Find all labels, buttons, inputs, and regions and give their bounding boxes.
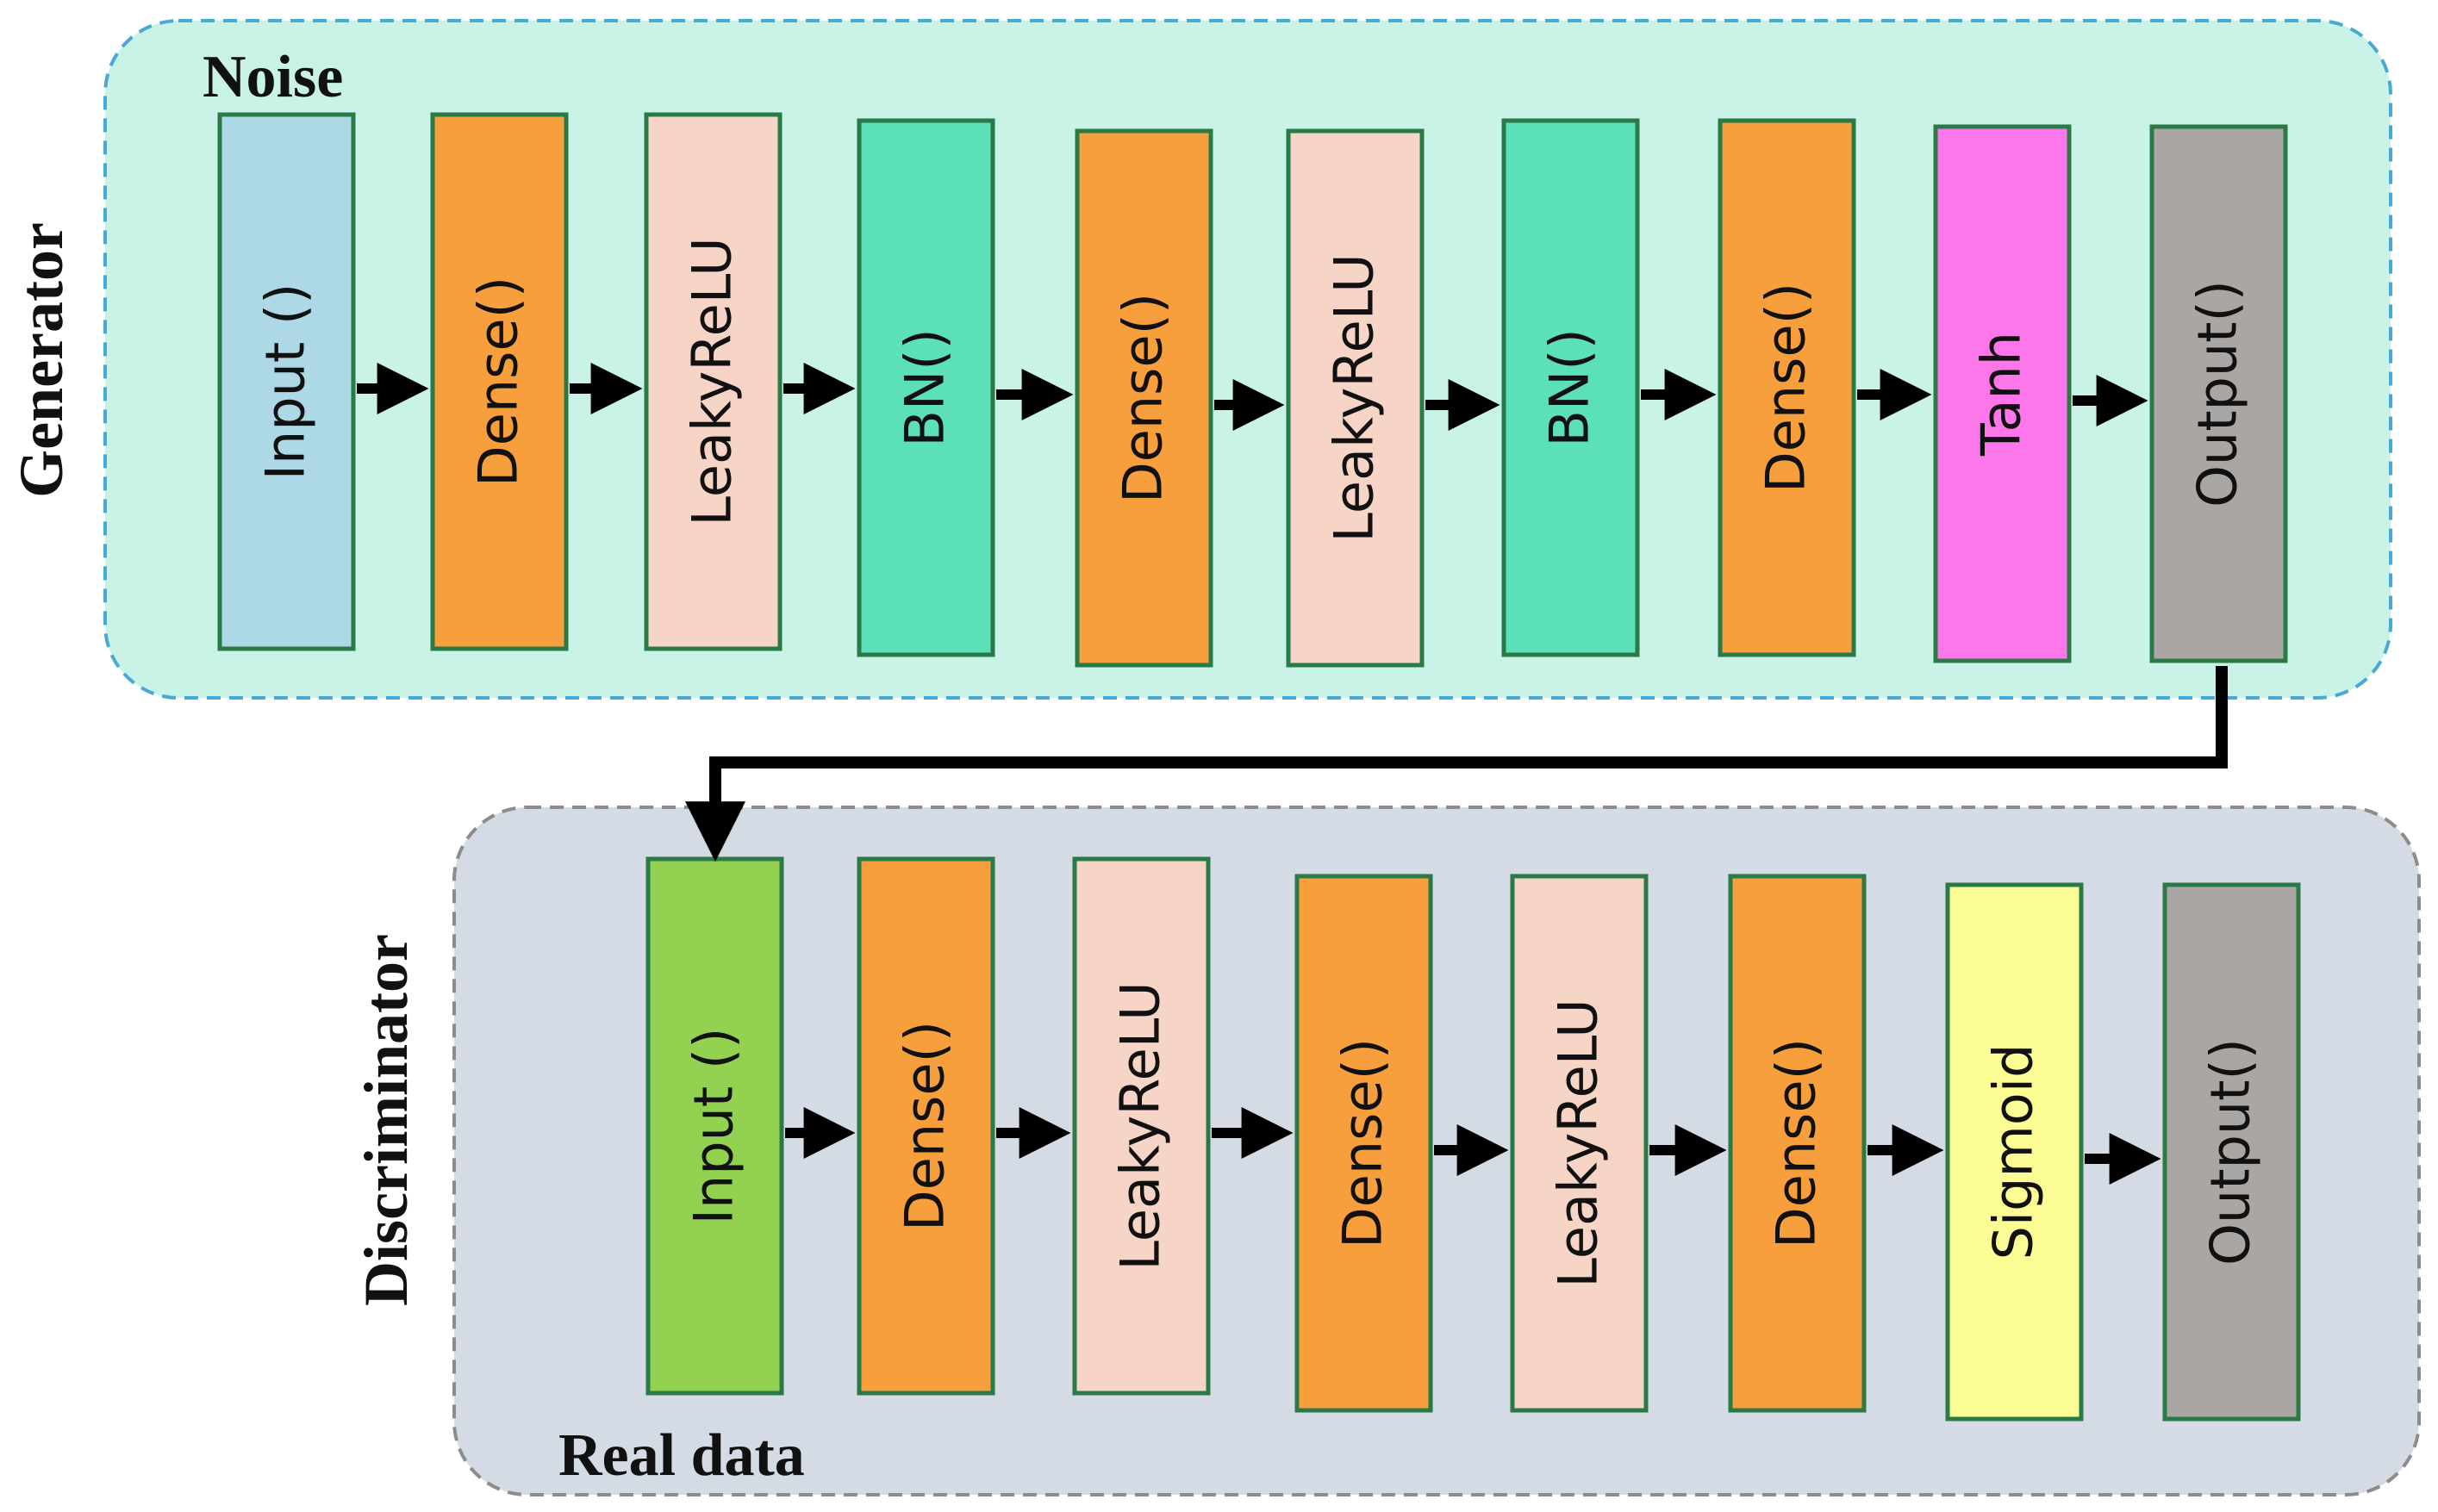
generator-layer-label: BN() [1538, 328, 1601, 446]
generator-layer-box [1286, 128, 1425, 668]
discriminator-layer-box [857, 856, 995, 1396]
generator-layer-box [644, 112, 783, 651]
generator-layer-input: Input () [217, 112, 356, 651]
generator-layer-dense: Dense() [430, 112, 569, 651]
generator-layers: Input () Dense() LeakyReLU BN() Dense() Leaky… [217, 112, 2288, 668]
discriminator-layer-dense: Dense() [857, 856, 995, 1396]
generator-title: Generator [7, 222, 76, 498]
generator-layer-label: Output() [2186, 280, 2249, 507]
generator-layer-box [2149, 124, 2288, 663]
discriminator-layer-label: Output() [2199, 1038, 2262, 1266]
discriminator-layer-input: Input () [645, 856, 784, 1396]
generator-layer-leakyrelu: LeakyReLU [644, 112, 783, 651]
generator-layer-box [217, 112, 356, 651]
real-data-caption: Real data [558, 1422, 805, 1489]
generator-layer-box [430, 112, 569, 651]
generator-layer-dense: Dense() [1718, 118, 1856, 657]
discriminator-layer-label: Sigmoid [1982, 1044, 2045, 1260]
generator-layer-label: BN() [894, 328, 957, 446]
generator-layer-tanh: Tanh [1933, 124, 2072, 663]
discriminator-layer-output: Output() [2162, 882, 2301, 1422]
generator-layer-output: Output() [2149, 124, 2288, 663]
generator-to-discriminator-arrow [685, 666, 2228, 862]
generator-layer-label: Dense() [1112, 293, 1175, 503]
generator-layer-label: Dense() [467, 277, 530, 487]
generator-layer-label: Tanh [1970, 332, 2033, 457]
discriminator-layer-label: Input () [683, 1028, 745, 1225]
discriminator-layer-label: LeakyReLU [1547, 999, 1610, 1287]
generator-layer-box [1075, 128, 1213, 668]
discriminator-layer-leakyrelu: LeakyReLU [1072, 856, 1211, 1396]
generator-layer-box [1933, 124, 2072, 663]
discriminator-layer-box [1294, 874, 1433, 1413]
generator-layer-label: Dense() [1755, 283, 1818, 493]
discriminator-layer-dense: Dense() [1294, 874, 1433, 1413]
discriminator-layer-label: LeakyReLU [1109, 981, 1172, 1270]
discriminator-layer-box [1072, 856, 1211, 1396]
generator-layer-label: Input () [254, 283, 317, 481]
discriminator-layer-sigmoid: Sigmoid [1945, 882, 2084, 1422]
discriminator-layers: Input () Dense() LeakyReLU Dense() LeakyReLU… [645, 856, 2301, 1422]
generator-layer-box [1718, 118, 1856, 657]
discriminator-layer-box [2162, 882, 2301, 1422]
discriminator-layer-box [1510, 874, 1649, 1413]
discriminator-layer-label: Dense() [894, 1021, 957, 1231]
discriminator-layer-label: Dense() [1765, 1038, 1828, 1248]
discriminator-layer-box [645, 856, 784, 1396]
discriminator-layer-box [1945, 882, 2084, 1422]
generator-layer-label: LeakyReLU [681, 237, 744, 526]
discriminator-title: Discriminator [352, 934, 421, 1306]
generator-layer-box [857, 118, 995, 657]
noise-caption: Noise [203, 44, 343, 110]
discriminator-layer-dense: Dense() [1728, 874, 1867, 1413]
generator-layer-dense: Dense() [1075, 128, 1213, 668]
discriminator-layer-label: Dense() [1331, 1038, 1394, 1248]
generator-layer-bn: BN() [857, 118, 995, 657]
generator-layer-leakyrelu: LeakyReLU [1286, 128, 1425, 668]
generator-layer-bn: BN() [1501, 118, 1640, 657]
generator-layer-box [1501, 118, 1640, 657]
discriminator-layer-leakyrelu: LeakyReLU [1510, 874, 1649, 1413]
discriminator-layer-box [1728, 874, 1867, 1413]
generator-layer-label: LeakyReLU [1323, 253, 1386, 542]
